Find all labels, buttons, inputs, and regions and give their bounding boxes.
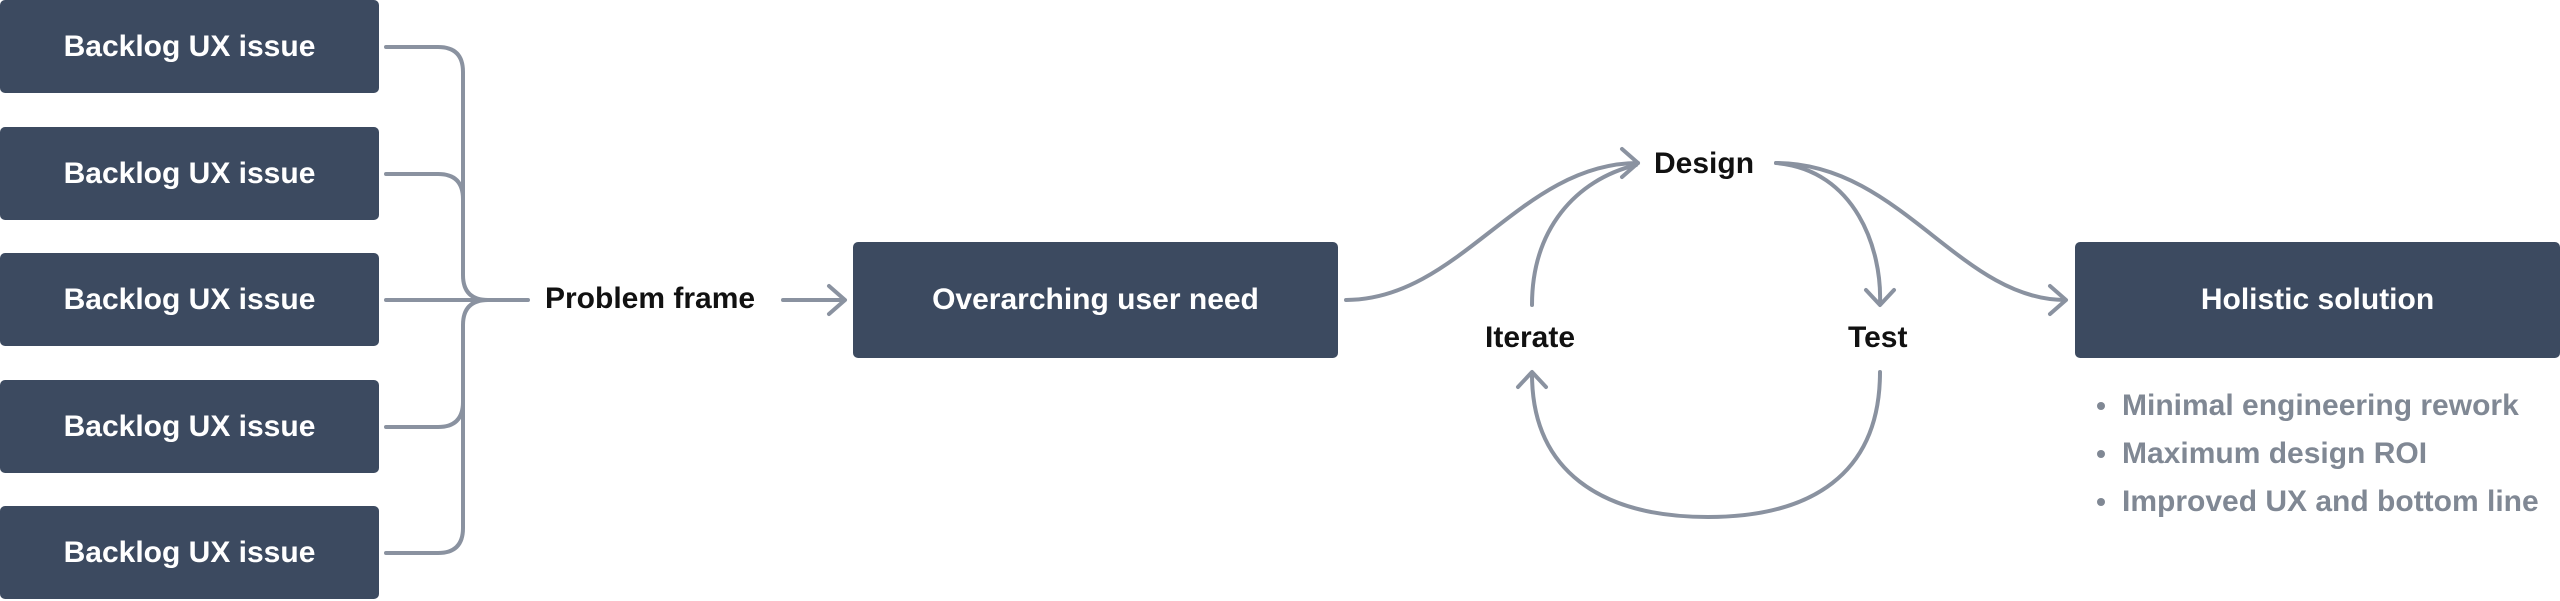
bullet-dot-icon xyxy=(2097,450,2105,458)
benefit-item: Improved UX and bottom line xyxy=(2092,478,2539,526)
bracket-connector xyxy=(384,172,465,201)
backlog-issue-box: Backlog UX issue xyxy=(0,127,379,220)
backlog-issue-box: Backlog UX issue xyxy=(0,0,379,93)
backlog-issue-label: Backlog UX issue xyxy=(63,409,316,443)
benefit-text: Maximum design ROI xyxy=(2122,437,2428,470)
benefit-item: Maximum design ROI xyxy=(2092,430,2539,478)
backlog-issue-label: Backlog UX issue xyxy=(63,282,316,316)
backlog-issue-box: Backlog UX issue xyxy=(0,506,379,599)
overarching-need-box: Overarching user need xyxy=(853,242,1338,358)
benefit-text: Minimal engineering rework xyxy=(2122,389,2519,422)
backlog-issue-label: Backlog UX issue xyxy=(63,29,316,63)
curve-need-to-design xyxy=(1344,161,1640,302)
backlog-issue-box: Backlog UX issue xyxy=(0,380,379,473)
benefit-text: Improved UX and bottom line xyxy=(2122,485,2539,518)
backlog-issue-box: Backlog UX issue xyxy=(0,253,379,346)
arrowhead-solution xyxy=(2048,284,2068,316)
holistic-solution-label: Holistic solution xyxy=(2200,283,2435,316)
bullet-dot-icon xyxy=(2097,498,2105,506)
backlog-issue-label: Backlog UX issue xyxy=(63,156,316,190)
benefits-list: Minimal engineering rework Maximum desig… xyxy=(2092,382,2539,526)
bracket-connector xyxy=(384,298,490,555)
arrow-to-need-head xyxy=(827,284,847,316)
bracket-connector xyxy=(384,400,465,429)
problem-frame-label: Problem frame xyxy=(545,282,756,315)
backlog-issue-label: Backlog UX issue xyxy=(63,535,316,569)
iterate-label: Iterate xyxy=(1485,321,1576,354)
arrowhead-iterate xyxy=(1516,370,1548,389)
arrowhead-test xyxy=(1864,288,1896,307)
benefit-item: Minimal engineering rework xyxy=(2092,382,2539,430)
curve-iterate-to-design xyxy=(1530,163,1638,307)
test-label: Test xyxy=(1848,321,1908,354)
curve-test-to-iterate xyxy=(1530,370,1882,519)
bullet-dot-icon xyxy=(2097,402,2105,410)
holistic-solution-box: Holistic solution xyxy=(2075,242,2560,358)
overarching-need-label: Overarching user need xyxy=(932,283,1259,316)
arrowhead-design xyxy=(1620,147,1640,179)
curve-design-to-test xyxy=(1774,161,1883,305)
curve-design-to-solution xyxy=(1774,161,2067,302)
design-label: Design xyxy=(1654,147,1755,180)
